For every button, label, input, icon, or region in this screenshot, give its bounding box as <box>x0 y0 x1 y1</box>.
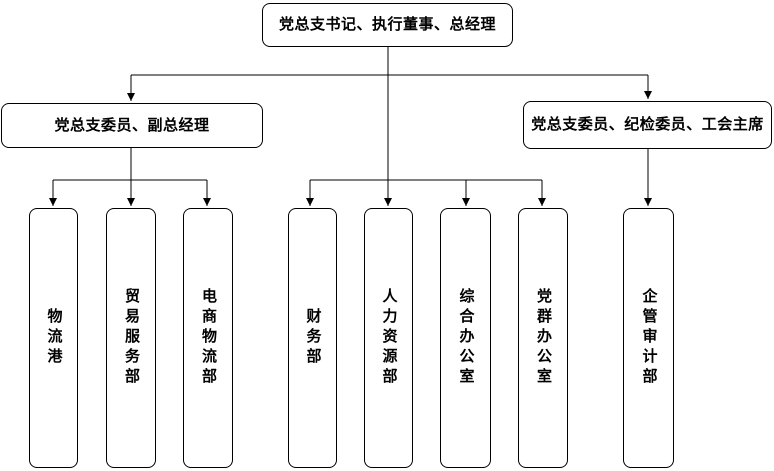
node-dept-logistics-port: 物流港 <box>29 208 78 468</box>
node-dept-trade-services: 贸易服务部 <box>106 208 156 468</box>
node-dept-general-office: 综合办公室 <box>440 208 491 468</box>
node-dept-ecommerce-logistics: 电商物流部 <box>183 208 233 468</box>
node-root: 党总支书记、执行董事、总经理 <box>262 3 513 47</box>
node-dept-finance: 财务部 <box>288 208 337 468</box>
node-union-chairman: 党总支委员、纪检委员、工会主席 <box>523 101 772 149</box>
node-deputy-general-manager: 党总支委员、副总经理 <box>1 103 263 148</box>
node-dept-party-mass-office: 党群办公室 <box>518 208 568 468</box>
node-dept-human-resources: 人力资源部 <box>364 208 413 468</box>
node-dept-enterprise-audit: 企管审计部 <box>623 208 674 468</box>
